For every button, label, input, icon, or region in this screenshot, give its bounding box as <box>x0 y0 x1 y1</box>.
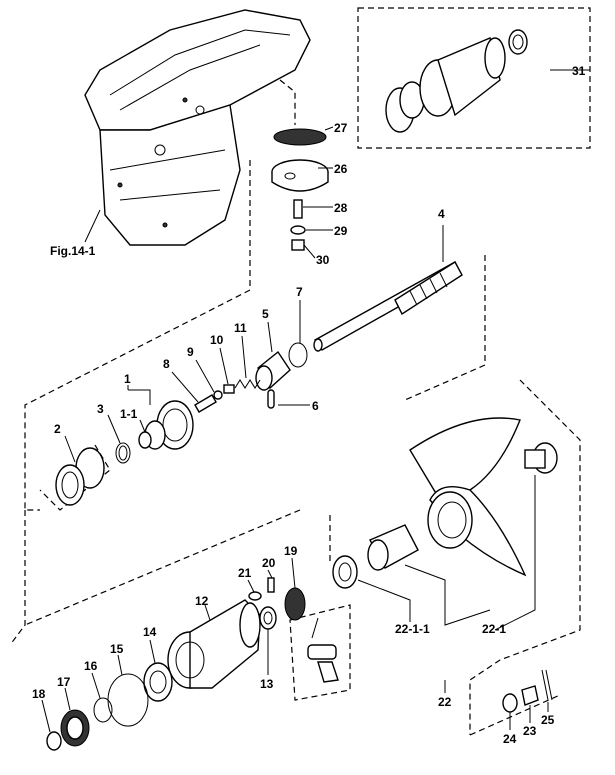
label-7: 7 <box>296 285 303 299</box>
label-9: 9 <box>187 345 194 359</box>
part-22-1-bushing <box>367 524 419 571</box>
label-30: 30 <box>316 253 330 267</box>
part-14-bearing: 14 <box>143 625 173 702</box>
part-3-shim: 3 <box>97 402 131 464</box>
part-28-stud: 28 <box>293 199 348 219</box>
label-18: 18 <box>32 687 46 701</box>
label-19: 19 <box>284 544 298 558</box>
label-22: 22 <box>438 695 452 709</box>
label-2: 2 <box>54 422 61 436</box>
label-20: 20 <box>262 556 276 570</box>
part-11-spring: 11 <box>234 321 261 389</box>
part-29-washer: 29 <box>290 224 348 238</box>
label-4: 4 <box>438 207 445 221</box>
label-17: 17 <box>57 675 71 689</box>
part-5-dog-clutch: 5 <box>255 307 291 391</box>
part-22-spline-washer <box>524 442 558 474</box>
part-25-cotter-pin: 25 <box>541 669 555 727</box>
label-25: 25 <box>541 713 555 727</box>
label-12: 12 <box>195 594 209 608</box>
part-6-pin: 6 <box>267 389 319 413</box>
part-21-washer: 21 <box>238 566 262 601</box>
part-22-propeller <box>409 417 527 577</box>
part-30-nut: 30 <box>291 239 330 267</box>
label-13: 13 <box>260 677 274 691</box>
inset-shift-rod-detail <box>307 617 339 683</box>
label-29: 29 <box>334 224 348 238</box>
label-22-1-1: 22-1-1 <box>395 622 430 636</box>
part-31-shaft-housing-assembly: 31 <box>385 29 590 133</box>
part-17-reverse-pinion: 17 <box>57 675 90 747</box>
label-5: 5 <box>262 307 269 321</box>
part-10-slider: 10 <box>210 333 235 394</box>
part-24-washer: 24 <box>502 693 518 746</box>
label-11: 11 <box>234 321 247 335</box>
part-16-shim: 16 <box>84 659 113 723</box>
part-27-gasket: 27 <box>273 121 348 146</box>
part-12-bearing-housing: 12 <box>167 594 261 689</box>
label-21: 21 <box>238 566 252 580</box>
part-13-bearing: 13 <box>259 606 277 691</box>
part-4-propeller-shaft: 4 <box>313 207 463 352</box>
label-fig-14-1: Fig.14-1 <box>50 244 96 258</box>
label-28: 28 <box>334 201 348 215</box>
part-26-cover: 26 <box>271 159 348 192</box>
part-2-taper-bearing: 2 <box>54 422 105 506</box>
part-15-o-ring: 15 <box>107 642 149 727</box>
label-26: 26 <box>334 162 348 176</box>
label-24: 24 <box>503 732 517 746</box>
label-6: 6 <box>312 399 319 413</box>
part-20-bolt: 20 <box>262 556 276 593</box>
label-27: 27 <box>334 121 348 135</box>
label-1: 1 <box>124 372 131 386</box>
part-19-reverse-gear: 19 <box>284 544 306 621</box>
label-3: 3 <box>97 402 104 416</box>
label-31: 31 <box>572 64 586 78</box>
label-23: 23 <box>523 724 537 738</box>
part-9-ball: 9 <box>187 345 223 400</box>
part-22-1-1-washer <box>332 555 358 589</box>
label-16: 16 <box>84 659 98 673</box>
part-7-clip: 7 <box>288 285 308 368</box>
part-18-washer: 18 <box>32 687 62 751</box>
label-14: 14 <box>143 625 157 639</box>
group-boundaries <box>9 7 591 736</box>
label-15: 15 <box>110 642 124 656</box>
label-8: 8 <box>163 357 170 371</box>
part-23-nut: 23 <box>521 685 539 738</box>
part-8-shift-plunger: 8 <box>163 357 217 413</box>
part-1-forward-gear: 1 1-1 <box>120 372 194 450</box>
label-1-1: 1-1 <box>120 407 138 421</box>
label-22-1: 22-1 <box>482 622 506 636</box>
gear-case-housing <box>84 9 311 246</box>
label-10: 10 <box>210 333 224 347</box>
